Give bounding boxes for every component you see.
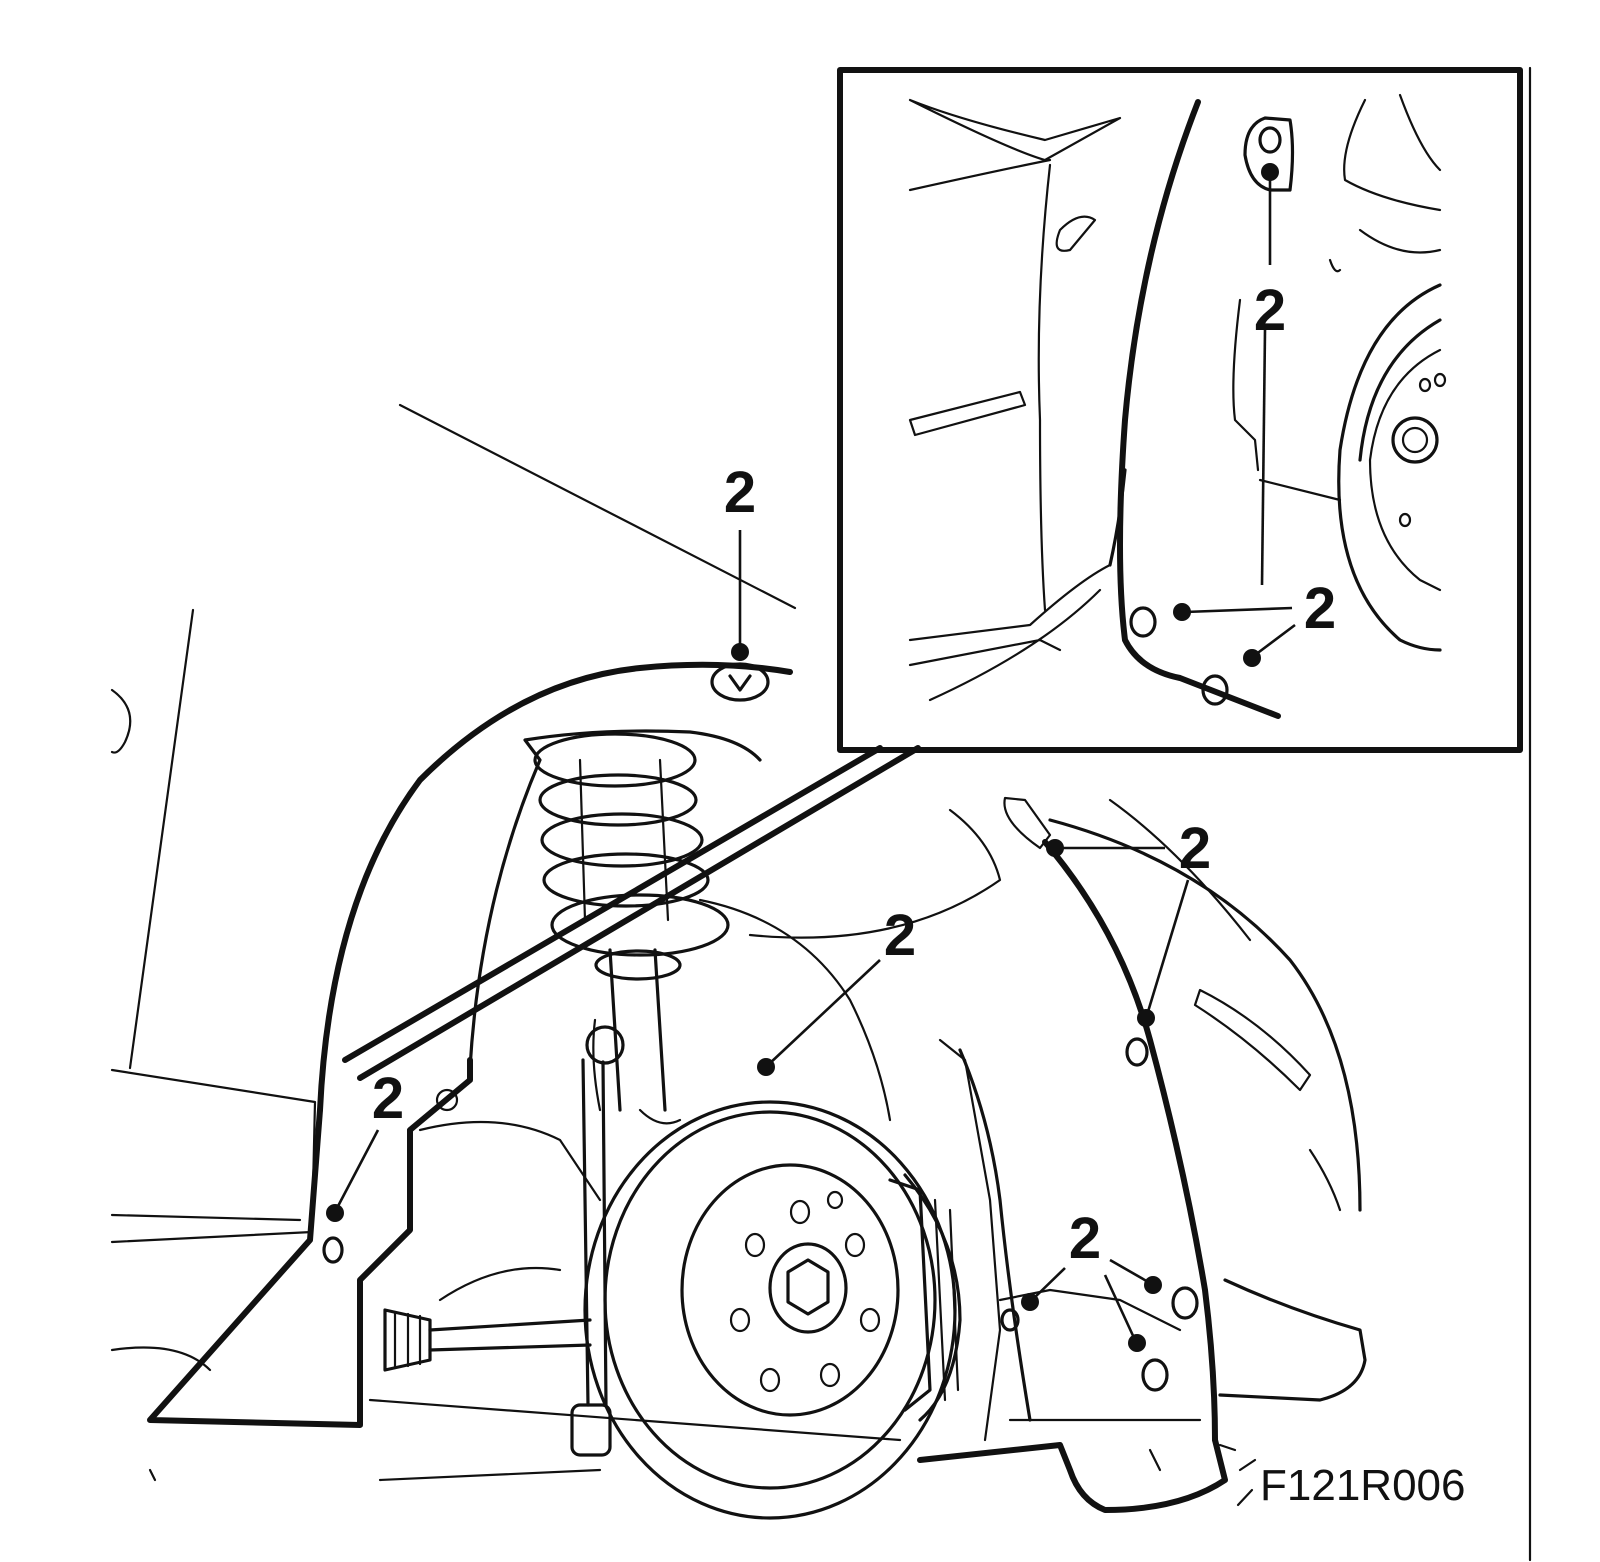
callout-arch-top-right: 2 [1046, 816, 1211, 1027]
inset-liner-inner [1232, 298, 1342, 502]
callout-left-lower: 2 [326, 1066, 404, 1222]
front-fender-curve [1048, 818, 1362, 1212]
fender-indicator [1193, 988, 1312, 1092]
rear-arch-liner-outline [317, 661, 793, 1113]
brake-caliper [888, 1173, 962, 1422]
inset-fender-detail [1328, 228, 1442, 273]
bonnet-edge [398, 403, 797, 610]
inset-body-pillar [1037, 163, 1052, 612]
brake-disc [583, 1100, 957, 1520]
callouts: 2 2 2 2 2 [326, 163, 1336, 1352]
callout-arch-bottom-right: 2 [1021, 1206, 1162, 1352]
inset-wheel [1337, 283, 1447, 652]
ground-lines-right [1148, 1443, 1257, 1472]
callout-inset-top: 2 [1254, 163, 1286, 343]
inset-pointer-upper [342, 745, 883, 1063]
callout-top-center: 2 [724, 460, 756, 661]
inset-fastener-clips [1129, 116, 1295, 706]
rear-arch-liner-bottom [147, 1057, 473, 1428]
bumper-curve [1108, 798, 1342, 1212]
bumper-lower-edge [1218, 1278, 1367, 1402]
drive-shaft [368, 1308, 902, 1482]
front-arch-liner-bottom [917, 1437, 1228, 1513]
main-illustration [110, 403, 1367, 1520]
inset-sill [908, 563, 1112, 702]
front-arch-liner-outline [1042, 839, 1218, 1443]
callout-label: 2 [1179, 816, 1211, 881]
callout-strut-right: 2 [757, 903, 916, 1076]
inset-door-handle [1055, 215, 1097, 252]
sill-lower-line [110, 1213, 302, 1222]
inner-arch-curve-2 [698, 898, 892, 1122]
callout-label: 2 [1069, 1206, 1101, 1271]
inset-frame [837, 67, 1523, 753]
front-liner-inner-edge [958, 1048, 1032, 1422]
inset-body-upper [908, 98, 1122, 192]
front-liner-flap [938, 1038, 1002, 1442]
inner-arch-curve [748, 808, 1002, 939]
code-tick [1236, 1488, 1254, 1507]
callout-label: 2 [1254, 278, 1286, 343]
callout-label: 2 [1304, 576, 1336, 641]
inset-fender-curve [1343, 93, 1442, 212]
callout-label: 2 [372, 1066, 404, 1131]
figure-code: F121R006 [1260, 1461, 1465, 1510]
inset-trim-strip [908, 390, 1027, 437]
body-side-curve [110, 688, 132, 754]
inset-arch-liner-outline [1117, 99, 1281, 719]
coil-spring [533, 732, 730, 957]
inset-pointer-lower [357, 745, 921, 1081]
callout-label: 2 [884, 903, 916, 968]
shock-absorber [592, 948, 682, 1125]
rear-arch-liner-inner [468, 729, 762, 1070]
body-pillar-line [128, 608, 195, 1070]
front-arch-liner-inner [1003, 796, 1052, 850]
inset-arch-edge [1108, 468, 1127, 567]
callout-inset-bottom: 2 [1173, 329, 1336, 667]
rear-liner-detail [418, 1120, 602, 1302]
inset-detail-view [837, 66, 1532, 1562]
fastener-clips [322, 662, 1199, 1392]
ground-line-left [148, 1468, 157, 1482]
callout-label: 2 [724, 460, 756, 525]
